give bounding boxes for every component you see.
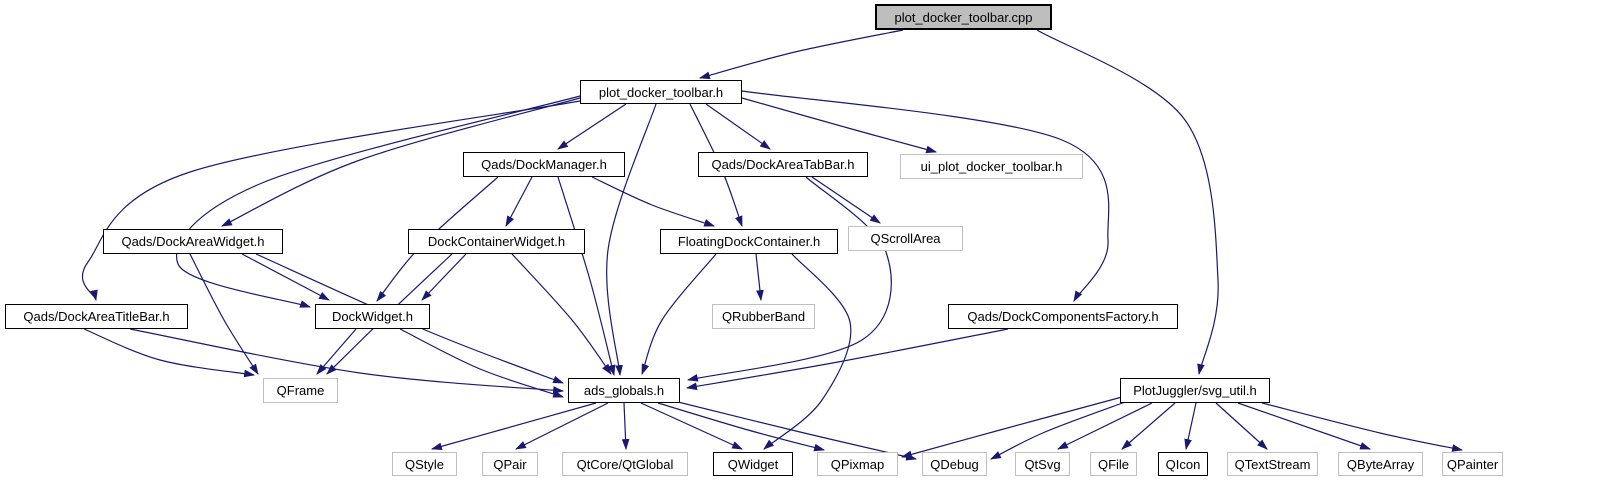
include-edge: [316, 328, 357, 375]
node-qrubberband: QRubberBand: [712, 304, 815, 329]
node-qdebug: QDebug: [922, 452, 987, 476]
node-ui-plot-docker-toolbar-h: ui_plot_docker_toolbar.h: [900, 154, 1083, 179]
include-edge: [755, 253, 764, 302]
include-edge: [641, 253, 717, 376]
include-edge: [189, 253, 259, 375]
include-edge: [1057, 402, 1153, 450]
include-edge: [900, 396, 1123, 459]
include-edge: [698, 29, 904, 80]
node-qpair: QPair: [482, 452, 538, 476]
include-edge: [591, 176, 716, 227]
node-qicon[interactable]: QIcon: [1158, 452, 1208, 476]
include-edge: [990, 400, 1129, 460]
node-qscrollarea: QScrollArea: [848, 226, 963, 251]
include-edge: [685, 328, 1009, 391]
include-edge: [511, 253, 612, 375]
node-qads-dockcomponentsfactory-h[interactable]: Qads/DockComponentsFactory.h: [948, 304, 1178, 329]
include-edge: [81, 100, 581, 302]
include-edge: [1121, 402, 1176, 450]
include-edge: [557, 176, 616, 377]
include-edge: [241, 253, 330, 301]
node-qbytearray: QByteArray: [1338, 452, 1423, 476]
include-edge: [1237, 402, 1372, 450]
include-edge: [621, 402, 630, 451]
include-edge: [657, 402, 826, 452]
include-edge: [640, 402, 744, 450]
include-edge: [221, 97, 581, 227]
node-dockcontainerwidget-h[interactable]: DockContainerWidget.h: [408, 229, 585, 254]
node-qstyle: QStyle: [392, 452, 457, 476]
node-qfile: QFile: [1090, 452, 1137, 476]
node-plot-docker-toolbar-h[interactable]: plot_docker_toolbar.h: [580, 80, 742, 104]
include-edge: [83, 328, 256, 378]
include-edge: [606, 103, 657, 377]
node-plot-docker-toolbar-cpp: plot_docker_toolbar.cpp: [875, 4, 1052, 30]
include-edge: [763, 253, 852, 450]
node-qpixmap: QPixmap: [817, 452, 898, 476]
node-qpainter: QPainter: [1442, 452, 1503, 476]
include-edge: [399, 328, 565, 398]
include-edge: [1261, 402, 1464, 452]
node-qads-dockareatitlebar-h[interactable]: Qads/DockAreaTitleBar.h: [5, 304, 188, 329]
node-qtsvg: QtSvg: [1015, 452, 1070, 476]
node-ads-globals-h[interactable]: ads_globals.h: [568, 378, 680, 403]
include-edge: [421, 253, 467, 301]
include-edge: [686, 176, 892, 382]
node-plotjuggler-svg-util-h[interactable]: PlotJuggler/svg_util.h: [1120, 378, 1270, 403]
include-edge: [705, 103, 771, 150]
node-qwidget[interactable]: QWidget: [713, 452, 793, 476]
node-qads-dockareatabbar-h[interactable]: Qads/DockAreaTabBar.h: [698, 152, 868, 177]
node-qtcore-qtglobal: QtCore/QtGlobal: [562, 452, 688, 476]
node-floatingdockcontainer-h[interactable]: FloatingDockContainer.h: [660, 229, 838, 254]
include-edge: [557, 103, 627, 150]
include-edge: [811, 176, 881, 224]
include-edge: [515, 402, 609, 450]
node-qtextstream: QTextStream: [1227, 452, 1318, 476]
include-edge: [741, 97, 938, 154]
node-qads-dockareawidget-h[interactable]: Qads/DockAreaWidget.h: [103, 229, 283, 254]
include-edge: [1036, 29, 1219, 376]
include-edge: [741, 90, 1110, 302]
node-dockwidget-h[interactable]: DockWidget.h: [315, 304, 430, 329]
include-edge: [505, 176, 533, 227]
include-edge: [255, 253, 565, 384]
include-edge: [176, 95, 581, 308]
include-edge: [669, 399, 918, 461]
node-qads-dockmanager-h[interactable]: Qads/DockManager.h: [463, 152, 625, 177]
include-edge: [129, 328, 565, 394]
include-edge: [430, 402, 597, 451]
node-qframe: QFrame: [263, 378, 338, 403]
include-edge: [1215, 402, 1268, 450]
include-edge: [1184, 402, 1197, 451]
